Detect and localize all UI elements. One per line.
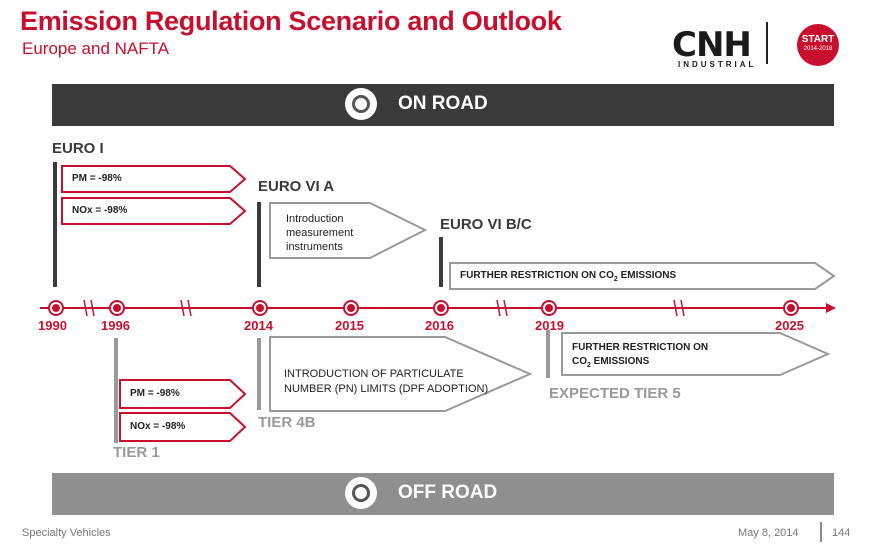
tier4b-arrow bbox=[269, 336, 533, 412]
marker-dot bbox=[256, 304, 264, 312]
euro-vi-a-bar bbox=[257, 202, 261, 287]
footer-date: May 8, 2014 bbox=[738, 527, 799, 539]
tier1-pm: PM = -98% bbox=[130, 388, 180, 399]
euro-vi-bc-restriction: FURTHER RESTRICTION ON CO2 EMISSIONS bbox=[460, 270, 676, 283]
marker-dot bbox=[437, 304, 445, 312]
year-2014: 2014 bbox=[244, 318, 273, 333]
break-mark bbox=[680, 299, 685, 317]
year-2025: 2025 bbox=[775, 318, 804, 333]
year-1996: 1996 bbox=[101, 318, 130, 333]
break-mark bbox=[503, 299, 508, 317]
euro-vi-a-line-2: measurement bbox=[286, 227, 354, 239]
euro-i-nox: NOx = -98% bbox=[72, 205, 128, 216]
wheel-icon bbox=[345, 88, 377, 120]
tier4b-line-1: INTRODUCTION OF PARTICULATE bbox=[284, 368, 464, 380]
year-2019: 2019 bbox=[535, 318, 564, 333]
year-2016: 2016 bbox=[425, 318, 454, 333]
marker-dot bbox=[113, 304, 121, 312]
break-mark bbox=[496, 299, 501, 317]
tier4b-line-2: NUMBER (PN) LIMITS (DPF ADOPTION) bbox=[284, 383, 489, 395]
tier4b-label: TIER 4B bbox=[258, 414, 316, 431]
logo-divider bbox=[766, 22, 768, 64]
euro-vi-a-line-3: instruments bbox=[286, 241, 343, 253]
tier5-text: FURTHER RESTRICTION ON CO2 EMISSIONS bbox=[572, 341, 708, 373]
euro-i-pm: PM = -98% bbox=[72, 173, 122, 184]
co2-subscript: 2 bbox=[613, 276, 618, 283]
euro-vi-a-arrow bbox=[269, 202, 428, 259]
tier1-bar bbox=[114, 338, 118, 443]
badge-line-1: START bbox=[801, 34, 835, 45]
tier1-label: TIER 1 bbox=[113, 444, 160, 461]
page-subtitle: Europe and NAFTA bbox=[22, 39, 170, 58]
restriction-text: FURTHER RESTRICTION ON CO bbox=[460, 270, 614, 281]
tier4b-bar bbox=[257, 338, 261, 410]
timeline-arrowhead bbox=[826, 303, 836, 313]
tier5-line-1: FURTHER RESTRICTION ON bbox=[572, 342, 709, 353]
euro-i-nox-arrow bbox=[61, 197, 247, 225]
footer-left: Specialty Vehicles bbox=[22, 527, 111, 539]
euro-vi-a-text: Introduction measurement instruments bbox=[286, 212, 353, 254]
tier1-pm-arrow bbox=[119, 379, 247, 409]
badge-line-2: 2014-2018 bbox=[803, 46, 833, 52]
cnh-logo: CNH bbox=[672, 25, 752, 65]
break-mark bbox=[673, 299, 678, 317]
timeline-markers bbox=[48, 300, 799, 316]
marker-dot bbox=[545, 304, 553, 312]
off-road-band: OFF ROAD bbox=[52, 473, 834, 515]
break-mark bbox=[187, 299, 192, 317]
year-1990: 1990 bbox=[38, 318, 67, 333]
on-road-band: ON ROAD bbox=[52, 84, 834, 126]
break-mark bbox=[90, 299, 95, 317]
tier1-nox: NOx = -98% bbox=[130, 421, 186, 432]
footer-page: 144 bbox=[832, 527, 851, 539]
tier5-bar bbox=[546, 330, 550, 378]
page-title: Emission Regulation Scenario and Outlook bbox=[20, 6, 562, 36]
euro-i-pm-arrow bbox=[61, 165, 247, 193]
euro-i-bar bbox=[53, 162, 57, 287]
on-road-label: ON ROAD bbox=[398, 93, 488, 114]
tier5-suffix: EMISSIONS bbox=[590, 356, 650, 367]
euro-vi-a-line-1: Introduction bbox=[286, 213, 344, 225]
timeline-breaks bbox=[83, 299, 685, 317]
year-2015: 2015 bbox=[335, 318, 364, 333]
restriction-suffix: EMISSIONS bbox=[617, 270, 677, 281]
euro-vi-bc-arrow bbox=[449, 262, 836, 290]
tier1-nox-arrow bbox=[119, 412, 247, 442]
marker-dot bbox=[52, 304, 60, 312]
marker-dot bbox=[787, 304, 795, 312]
euro-vi-bc-bar bbox=[439, 237, 443, 287]
tier5-line-2: CO2 EMISSIONS bbox=[572, 355, 708, 373]
off-road-label: OFF ROAD bbox=[398, 482, 498, 503]
tier5-label: EXPECTED TIER 5 bbox=[549, 385, 681, 402]
tier5-co2: CO bbox=[572, 356, 587, 367]
co2-subscript: 2 bbox=[587, 362, 591, 369]
euro-i-label: EURO I bbox=[52, 140, 104, 157]
euro-vi-bc-label: EURO VI B/C bbox=[440, 216, 532, 233]
gear-tire-icon bbox=[345, 477, 377, 509]
marker-dot bbox=[347, 304, 355, 312]
tier5-arrow bbox=[561, 332, 831, 376]
break-mark bbox=[83, 299, 88, 317]
start-badge: START 2014-2018 bbox=[797, 24, 839, 66]
euro-vi-a-label: EURO VI A bbox=[258, 178, 335, 195]
tier4b-text: INTRODUCTION OF PARTICULATE NUMBER (PN) … bbox=[284, 367, 488, 397]
cnh-logo-subtext: INDUSTRIAL bbox=[678, 60, 757, 69]
break-mark bbox=[180, 299, 185, 317]
footer-divider bbox=[820, 522, 822, 542]
